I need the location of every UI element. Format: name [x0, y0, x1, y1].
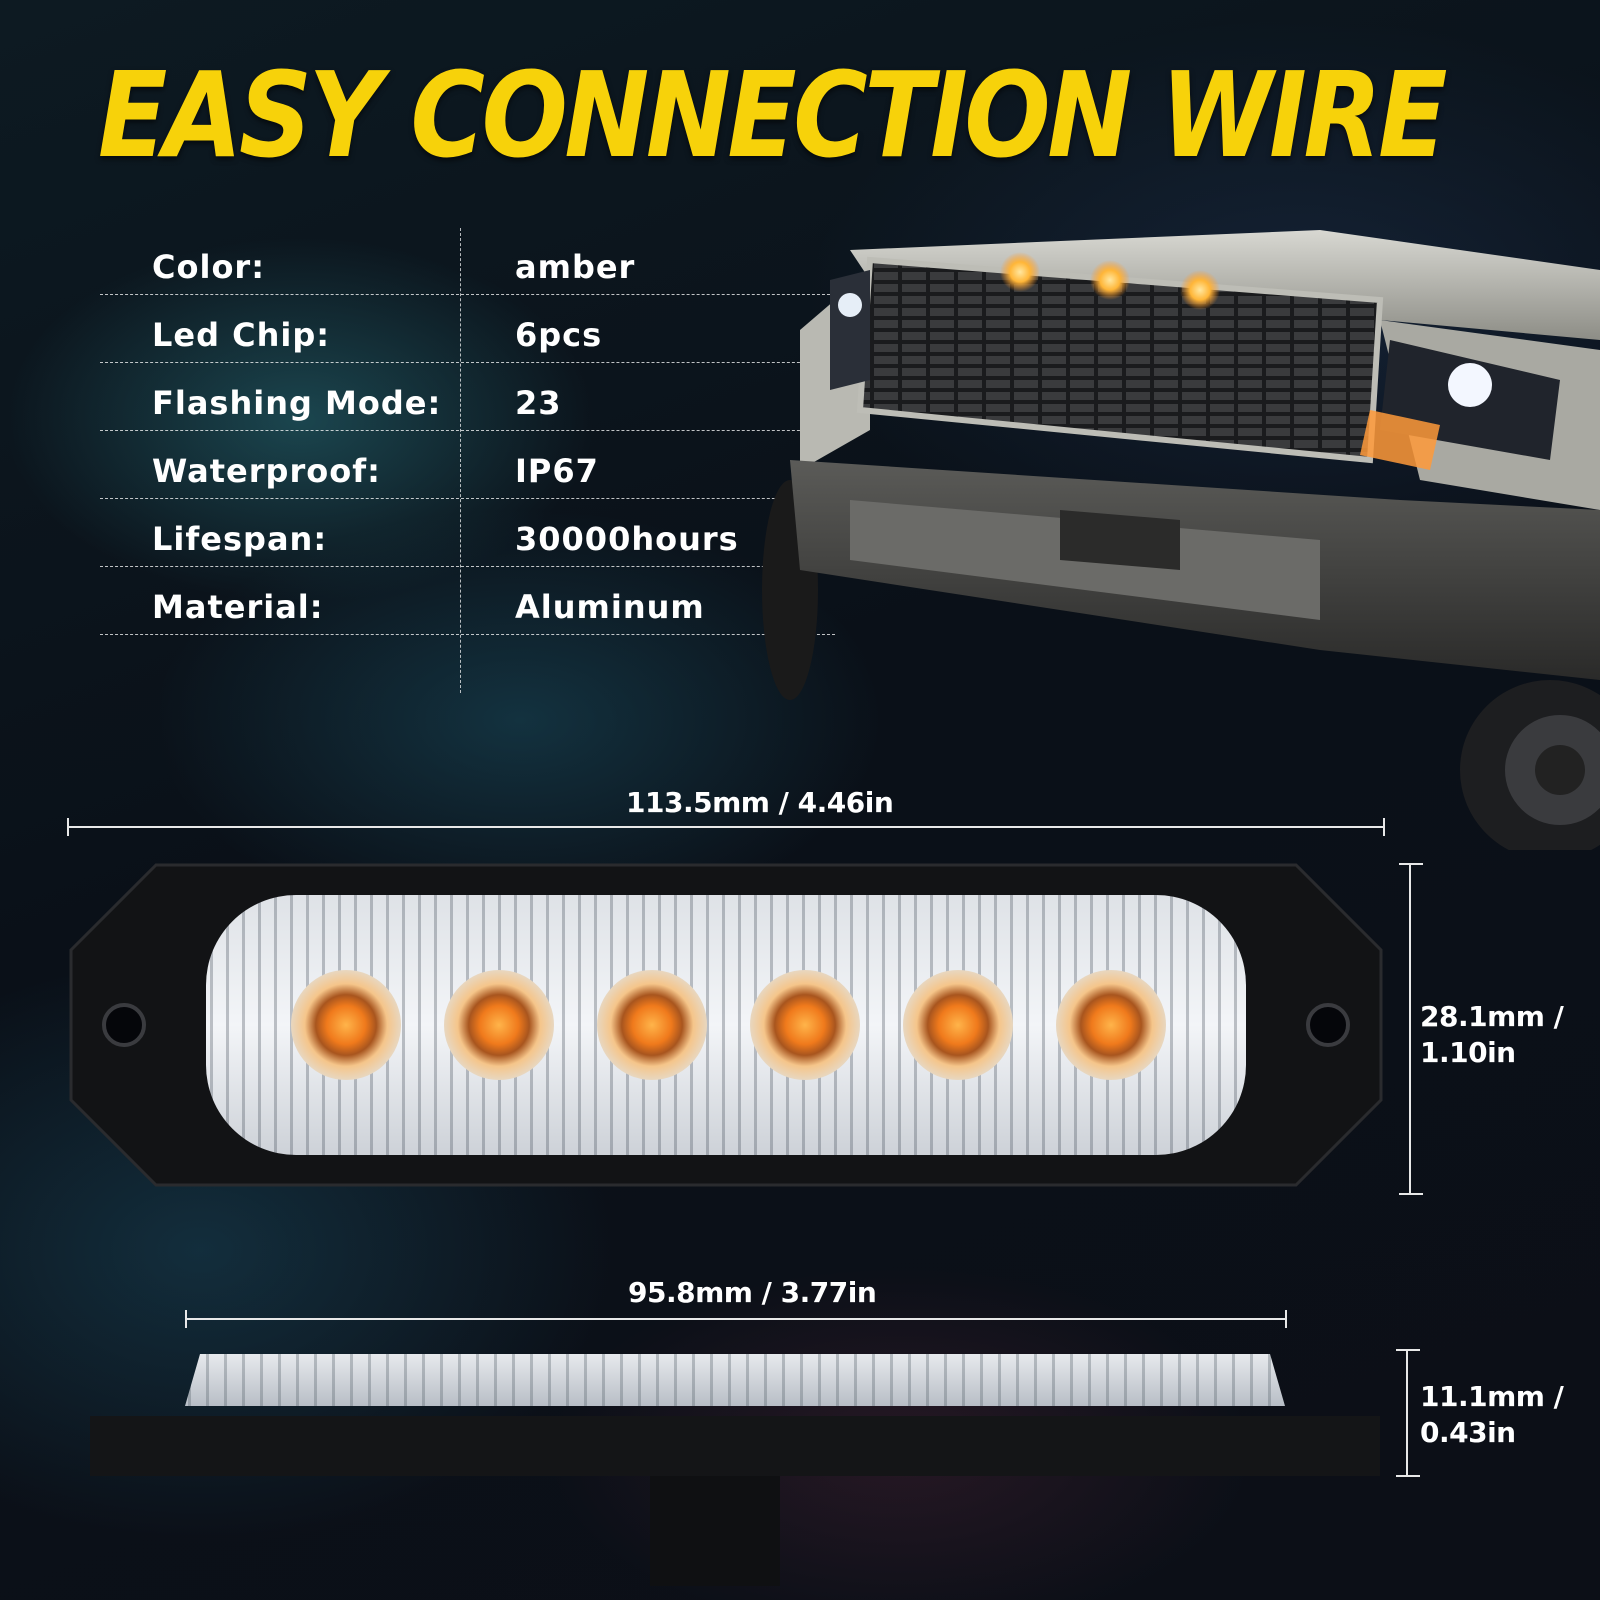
side-width-label: 95.8mm / 3.77in	[628, 1276, 877, 1309]
spec-table: Color: amber Led Chip: 6pcs Flashing Mod…	[100, 228, 835, 693]
spec-row-lifespan: Lifespan: 30000hours	[100, 500, 835, 567]
side-height-line	[1396, 1349, 1420, 1477]
side-housing	[90, 1416, 1380, 1476]
spec-label: Led Chip:	[152, 316, 331, 354]
spec-value: 23	[515, 384, 562, 422]
spec-label: Material:	[152, 588, 324, 626]
led-chip	[1056, 970, 1166, 1080]
led-chip	[291, 970, 401, 1080]
spec-label: Flashing Mode:	[152, 384, 442, 422]
led-chip	[597, 970, 707, 1080]
column-divider	[460, 228, 461, 693]
led-chip	[903, 970, 1013, 1080]
side-wire	[650, 1476, 780, 1586]
spec-row-flashing-mode: Flashing Mode: 23	[100, 364, 835, 431]
light-lens	[206, 895, 1246, 1155]
mount-hole-right	[1306, 1003, 1350, 1047]
grille-light	[1000, 252, 1040, 292]
spec-value: Aluminum	[515, 588, 705, 626]
spec-value: amber	[515, 248, 636, 286]
spec-label: Color:	[152, 248, 265, 286]
spec-row-material: Material: Aluminum	[100, 568, 835, 635]
truck-photo	[762, 230, 1600, 850]
grille-light	[1180, 270, 1220, 310]
front-height-label-1: 28.1mm /	[1420, 1000, 1564, 1033]
spec-row-led-chip: Led Chip: 6pcs	[100, 296, 835, 363]
front-width-label: 113.5mm / 4.46in	[626, 786, 894, 819]
spec-value: IP67	[515, 452, 599, 490]
mount-hole-left	[102, 1003, 146, 1047]
side-height-label-1: 11.1mm /	[1420, 1380, 1564, 1413]
front-height-line	[1399, 863, 1423, 1195]
spec-label: Waterproof:	[152, 452, 381, 490]
page-title: EASY CONNECTION WIRE	[98, 46, 1447, 184]
front-height-label-2: 1.10in	[1420, 1036, 1516, 1069]
front-width-line	[67, 818, 1385, 836]
light-side-view	[90, 1354, 1380, 1586]
spec-row-color: Color: amber	[100, 228, 835, 295]
side-lens	[185, 1354, 1285, 1406]
side-width-line	[185, 1310, 1287, 1328]
led-chip	[750, 970, 860, 1080]
light-front-view	[69, 863, 1383, 1187]
spec-value: 6pcs	[515, 316, 603, 354]
led-chips	[291, 970, 1166, 1080]
grille-light	[1090, 260, 1130, 300]
spec-label: Lifespan:	[152, 520, 328, 558]
spec-value: 30000hours	[515, 520, 739, 558]
spec-row-waterproof: Waterproof: IP67	[100, 432, 835, 499]
led-chip	[444, 970, 554, 1080]
side-height-label-2: 0.43in	[1420, 1416, 1516, 1449]
